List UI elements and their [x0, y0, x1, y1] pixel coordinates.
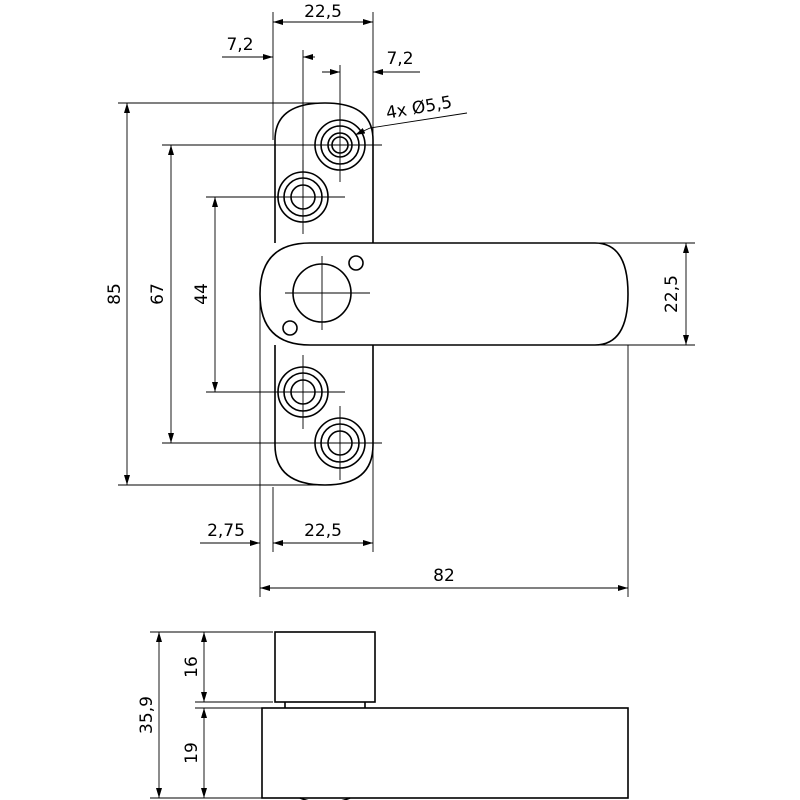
pin-hole-upper — [348, 255, 364, 271]
dim-bottom-width: 22,5 — [304, 521, 342, 541]
dim-total-height: 85 — [105, 283, 125, 305]
dim-side-height: 35,9 — [137, 696, 157, 734]
dim-top-width: 22,5 — [304, 2, 342, 22]
dim-arm-width: 22,5 — [662, 275, 682, 313]
dim-right-offset: 7,2 — [386, 49, 413, 69]
dim-cap-height: 16 — [182, 656, 202, 678]
side-neck — [284, 702, 366, 708]
dim-left-offset: 7,2 — [226, 35, 253, 55]
side-cap — [274, 631, 376, 703]
mounting-plate — [274, 102, 374, 486]
dim-total-length: 82 — [433, 566, 455, 586]
center-bore — [285, 256, 370, 330]
dim-outer-hole-spacing: 67 — [148, 283, 168, 305]
dim-inner-hole-spacing: 44 — [192, 283, 212, 305]
lock-arm — [259, 242, 629, 346]
screw-hole-4 — [302, 406, 382, 480]
side-view — [261, 631, 629, 800]
side-base — [261, 707, 629, 799]
dim-left-gap: 2,75 — [207, 521, 245, 541]
pin-hole-lower — [282, 320, 298, 336]
screw-hole-1 — [302, 110, 382, 182]
side-dimensions: 35,9 16 19 — [137, 631, 273, 799]
dim-hole-callout: 4x Ø5,5 — [385, 92, 454, 123]
dim-base-height: 19 — [182, 742, 202, 764]
side-foot — [299, 797, 351, 800]
front-dimensions: 22,5 7,2 7,2 4x Ø5,5 85 67 44 — [105, 2, 695, 597]
front-view — [259, 102, 629, 486]
